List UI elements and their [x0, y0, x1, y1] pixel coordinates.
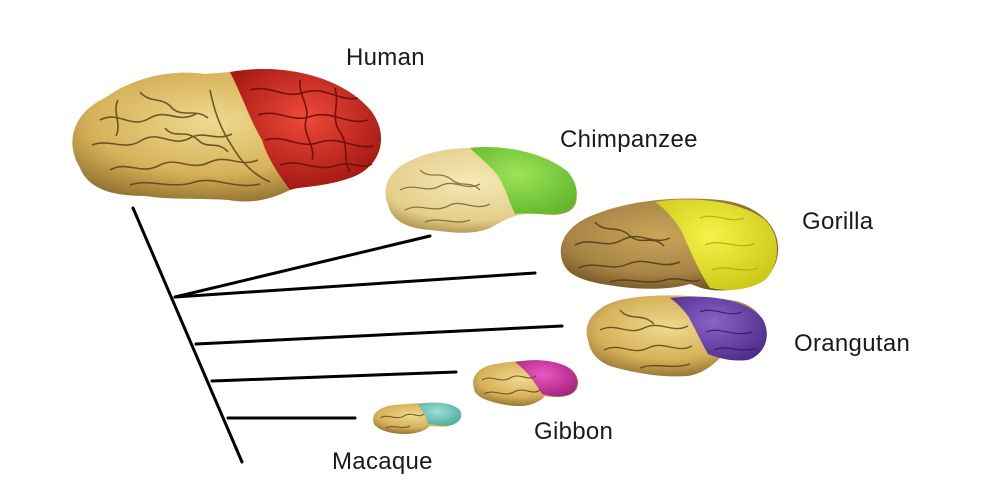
phylogenetic-tree: [133, 208, 562, 462]
label-chimpanzee: Chimpanzee: [560, 126, 698, 154]
label-human: Human: [346, 44, 425, 72]
orangutan-brain: [587, 295, 767, 376]
branch-gibbon: [212, 372, 456, 381]
gibbon-brain: [473, 360, 578, 406]
macaque-brain: [373, 402, 461, 434]
human-brain: [72, 69, 381, 201]
chimpanzee-brain: [385, 147, 576, 233]
tree-trunk: [133, 208, 242, 462]
gorilla-brain: [561, 199, 778, 291]
label-gorilla: Gorilla: [802, 208, 873, 236]
label-orangutan: Orangutan: [794, 330, 910, 358]
branch-orangutan: [196, 326, 562, 344]
label-macaque: Macaque: [332, 448, 433, 476]
label-gibbon: Gibbon: [534, 418, 613, 446]
